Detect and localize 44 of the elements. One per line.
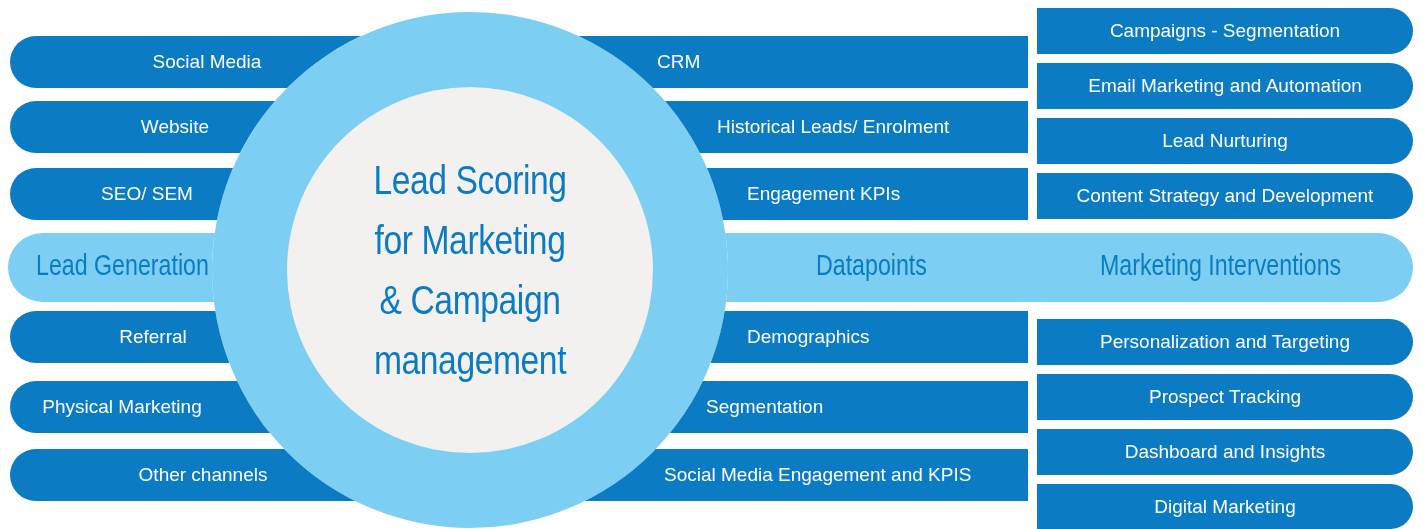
intervention-bar bbox=[1037, 319, 1413, 365]
bar-label: Social Media bbox=[152, 51, 262, 73]
bar-label: Segmentation bbox=[706, 396, 824, 418]
channel-bar bbox=[10, 381, 270, 433]
bar-label: Social Media Engagement and KPIS bbox=[664, 464, 972, 486]
intervention-bar bbox=[1037, 429, 1413, 475]
channel-bar bbox=[10, 168, 233, 220]
bar-label: Demographics bbox=[747, 326, 870, 348]
bar-label: Content Strategy and Development bbox=[1076, 185, 1374, 207]
category-heading: Datapoints bbox=[816, 249, 927, 282]
category-heading: Lead Generation bbox=[36, 249, 209, 282]
channel-bar bbox=[10, 101, 276, 153]
intervention-bar bbox=[1037, 374, 1413, 420]
bar-label: Prospect Tracking bbox=[1148, 386, 1302, 408]
intervention-bar bbox=[1037, 484, 1413, 529]
channel-bar bbox=[10, 311, 230, 363]
circle-title: Lead Scoring for Marketing & Campaign management bbox=[372, 156, 568, 385]
bar-label: Digital Marketing bbox=[1154, 495, 1296, 518]
intervention-bar bbox=[1037, 63, 1413, 109]
bar-label: Dashboard and Insights bbox=[1124, 441, 1326, 463]
intervention-bar bbox=[1037, 118, 1413, 164]
bar-label: Physical Marketing bbox=[42, 396, 202, 418]
bar-label: Other channels bbox=[138, 464, 268, 486]
category-band bbox=[8, 233, 215, 302]
intervention-bar bbox=[1037, 8, 1413, 54]
category-heading: Marketing Interventions bbox=[1100, 249, 1342, 282]
datapoint-bar bbox=[664, 101, 1028, 153]
datapoint-bar bbox=[578, 36, 1028, 88]
datapoint-bar bbox=[670, 381, 1028, 433]
bar-label: Engagement KPIs bbox=[747, 183, 901, 205]
bar-label: CRM bbox=[657, 51, 701, 73]
bar-label: SEO/ SEM bbox=[101, 183, 193, 205]
datapoint-bar bbox=[584, 449, 1028, 501]
category-band bbox=[725, 233, 1413, 302]
intervention-bar bbox=[1037, 173, 1413, 219]
bar-label: Referral bbox=[119, 326, 187, 348]
bar-label: Campaigns - Segmentation bbox=[1109, 20, 1341, 42]
datapoint-bar bbox=[710, 311, 1028, 363]
bar-label: Website bbox=[140, 116, 210, 138]
bar-label: Historical Leads/ Enrolment bbox=[717, 116, 950, 138]
bar-label: Lead Nurturing bbox=[1162, 130, 1288, 152]
datapoint-bar bbox=[706, 168, 1028, 220]
bar-label: Email Marketing and Automation bbox=[1088, 75, 1362, 97]
bar-label: Personalization and Targeting bbox=[1100, 331, 1350, 353]
